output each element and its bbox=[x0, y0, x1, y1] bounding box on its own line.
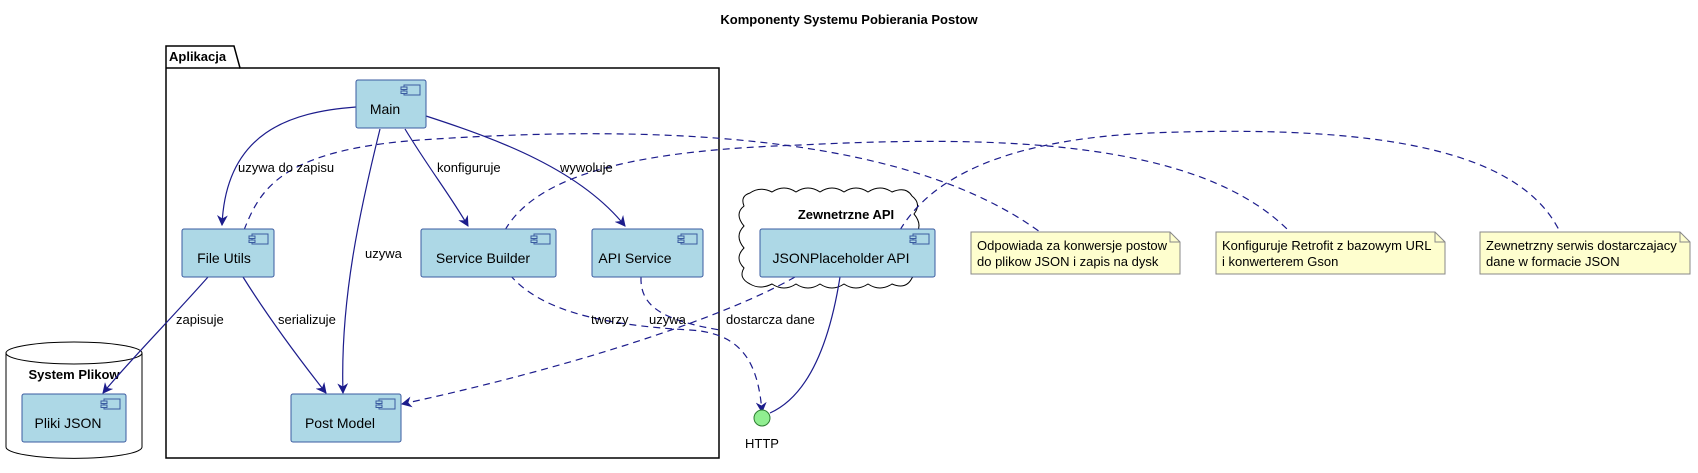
edge-label-zapisuje: zapisuje bbox=[176, 312, 224, 327]
component-jsonplaceholder-api-label: JSONPlaceholder API bbox=[773, 250, 910, 266]
component-api-service[interactable]: API Service bbox=[591, 228, 704, 278]
note-service-builder-line1: Konfiguruje Retrofit z bazowym URL bbox=[1222, 238, 1432, 253]
package-aplikacja-label: Aplikacja bbox=[169, 49, 227, 64]
diagram-title: Komponenty Systemu Pobierania Postow bbox=[720, 12, 978, 27]
component-service-builder[interactable]: Service Builder bbox=[420, 228, 557, 278]
component-icon bbox=[677, 233, 698, 245]
package-zewnetrzne-api-label: Zewnetrzne API bbox=[798, 207, 894, 222]
edge-label-uzywa-do-zapisu: uzywa do zapisu bbox=[238, 160, 334, 175]
note-file-utils-line1: Odpowiada za konwersje postow bbox=[977, 238, 1168, 253]
edge-main-apiservice bbox=[425, 115, 626, 227]
component-main-label: Main bbox=[370, 101, 400, 117]
note-link-servicebuilder bbox=[504, 140, 1291, 233]
note-link-api bbox=[899, 130, 1561, 233]
edges-solid bbox=[102, 106, 841, 414]
note-api: Zewnetrzny serwis dostarczajacy dane w f… bbox=[1479, 231, 1691, 275]
edge-label-uzywa-api: uzywa bbox=[649, 312, 687, 327]
edge-main-postmodel bbox=[337, 128, 381, 395]
edge-label-uzywa-main: uzywa bbox=[365, 246, 403, 261]
note-file-utils: Odpowiada za konwersje postow do plikow … bbox=[970, 231, 1181, 275]
component-icon bbox=[248, 233, 269, 245]
component-file-utils-label: File Utils bbox=[197, 250, 251, 266]
note-api-line2: dane w formacie JSON bbox=[1486, 254, 1620, 269]
component-icon bbox=[375, 398, 396, 410]
interface-http[interactable]: HTTP bbox=[745, 409, 779, 451]
note-api-line1: Zewnetrzny serwis dostarczajacy bbox=[1486, 238, 1677, 253]
edge-fileutils-plikijson bbox=[102, 276, 209, 394]
component-icon bbox=[909, 233, 930, 245]
edge-labels: uzywa do zapisu konfiguruje wywoluje uzy… bbox=[176, 160, 815, 327]
edge-label-wywoluje: wywoluje bbox=[559, 160, 613, 175]
component-icon bbox=[530, 233, 551, 245]
edge-jsonplaceholder-postmodel bbox=[400, 276, 796, 408]
note-file-utils-line2: do plikow JSON i zapis na dysk bbox=[977, 254, 1159, 269]
component-file-utils[interactable]: File Utils bbox=[181, 228, 275, 278]
edge-label-serializuje: serializuje bbox=[278, 312, 336, 327]
edge-label-tworzy: tworzy bbox=[591, 312, 629, 327]
note-link-fileutils bbox=[243, 133, 1041, 233]
package-system-plikow-label: System Plikow bbox=[28, 367, 120, 382]
component-pliki-json[interactable]: Pliki JSON bbox=[21, 393, 127, 443]
note-service-builder: Konfiguruje Retrofit z bazowym URL i kon… bbox=[1215, 231, 1446, 275]
edge-apiservice-http bbox=[640, 276, 721, 331]
component-service-builder-label: Service Builder bbox=[436, 250, 530, 266]
component-post-model-label: Post Model bbox=[305, 415, 375, 431]
component-api-service-label: API Service bbox=[598, 250, 671, 266]
component-pliki-json-label: Pliki JSON bbox=[35, 415, 102, 431]
edge-label-konfiguruje: konfiguruje bbox=[437, 160, 501, 175]
component-main[interactable]: Main bbox=[355, 79, 427, 129]
edges-dashed bbox=[243, 130, 1561, 414]
edge-fileutils-postmodel bbox=[242, 276, 327, 394]
interface-http-label: HTTP bbox=[745, 436, 779, 451]
edge-servicebuilder-http bbox=[509, 274, 767, 414]
edge-main-fileutils bbox=[217, 106, 357, 227]
edge-jsonplaceholder-http bbox=[769, 276, 841, 414]
component-icon bbox=[100, 398, 121, 410]
edge-label-dostarcza-dane: dostarcza dane bbox=[726, 312, 815, 327]
note-service-builder-line2: i konwerterem Gson bbox=[1222, 254, 1338, 269]
component-icon bbox=[400, 84, 421, 96]
component-jsonplaceholder-api[interactable]: JSONPlaceholder API bbox=[759, 228, 936, 278]
component-post-model[interactable]: Post Model bbox=[290, 393, 402, 443]
edge-main-servicebuilder bbox=[404, 128, 469, 227]
